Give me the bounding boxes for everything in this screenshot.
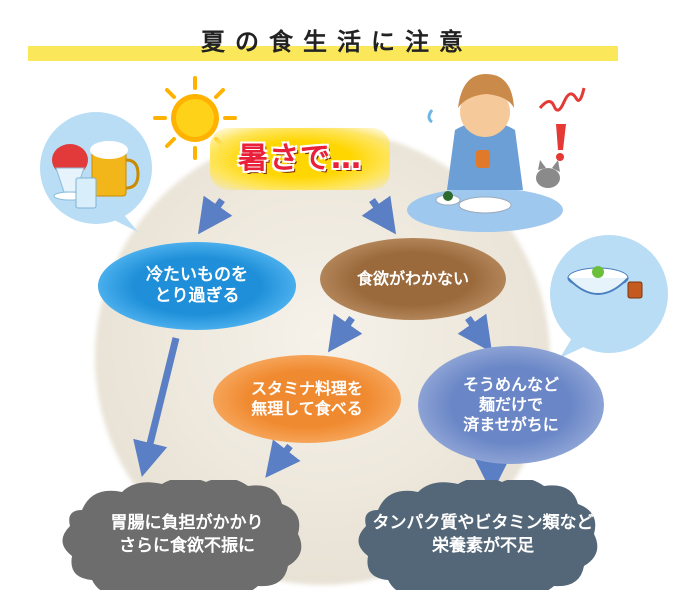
cold-food-label: 冷たいものを とり過ぎる xyxy=(146,264,248,306)
heat-node: 暑さで… xyxy=(210,128,390,190)
nutrient-deficiency-cloud: タンパク質やビタミン類など 栄養素が不足 xyxy=(348,480,618,590)
stomach-burden-cloud: 胃腸に負担がかかり さらに食欲不振に xyxy=(52,480,322,590)
nutrient-deficiency-label: タンパク質やビタミン類など 栄養素が不足 xyxy=(372,513,594,556)
noodles-node: そうめんなど 麺だけで 済ませがちに xyxy=(418,346,604,464)
appetite-node: 食欲がわかない xyxy=(320,238,506,320)
title-underline xyxy=(28,46,618,61)
stomach-burden-label: 胃腸に負担がかかり さらに食欲不振に xyxy=(110,513,264,556)
page-title: 夏の食生活に注意 xyxy=(201,27,473,56)
cold-food-node: 冷たいものを とり過ぎる xyxy=(98,242,296,330)
noodles-label: そうめんなど 麺だけで 済ませがちに xyxy=(462,375,559,434)
stamina-node: スタミナ料理を 無理して食べる xyxy=(213,355,401,443)
noodle-thought-bubble xyxy=(550,235,668,353)
appetite-label: 食欲がわかない xyxy=(356,269,469,288)
stamina-label: スタミナ料理を 無理して食べる xyxy=(250,379,363,418)
drinks-thought-bubble xyxy=(40,112,152,224)
heat-label: 暑さで… xyxy=(238,141,362,177)
